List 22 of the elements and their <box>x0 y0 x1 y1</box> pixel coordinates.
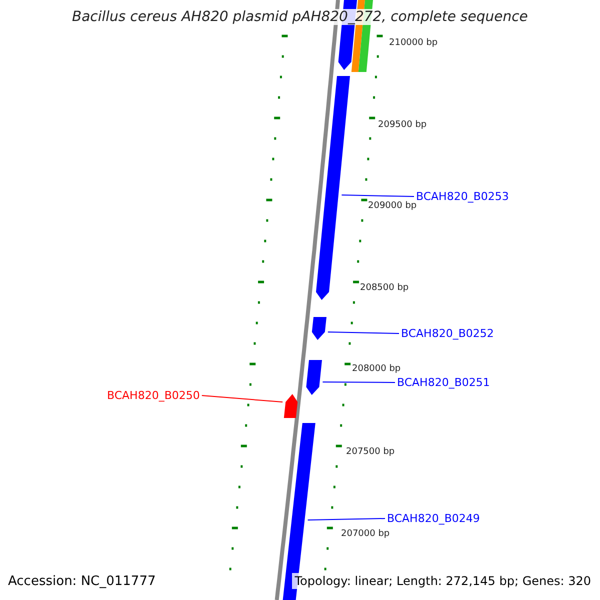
scale-label: 208500 bp <box>360 283 409 293</box>
leader-line <box>327 332 400 334</box>
scale-label: 208000 bp <box>352 364 401 374</box>
leader-line <box>201 395 284 402</box>
leader-line <box>307 518 386 520</box>
gene-feature <box>316 76 350 300</box>
accession-text: Accession: NC_011777 <box>8 574 156 589</box>
gene-label: BCAH820_B0251 <box>397 376 490 389</box>
gene-label: BCAH820_B0253 <box>416 190 509 203</box>
scale-label: 209000 bp <box>368 201 417 211</box>
scale-label: 210000 bp <box>389 38 438 48</box>
gene-feature <box>284 394 298 418</box>
gene-feature <box>306 360 322 395</box>
gene-label: BCAH820_B0249 <box>387 512 480 525</box>
scale-label: 207000 bp <box>341 529 390 539</box>
gene-feature <box>312 317 326 340</box>
gene-label: BCAH820_B0252 <box>401 327 494 340</box>
leader-line <box>322 382 396 383</box>
leader-line <box>341 194 414 197</box>
scale-label: 207500 bp <box>346 447 395 457</box>
gene-label: BCAH820_B0250 <box>107 389 200 402</box>
scale-label: 209500 bp <box>378 120 427 130</box>
